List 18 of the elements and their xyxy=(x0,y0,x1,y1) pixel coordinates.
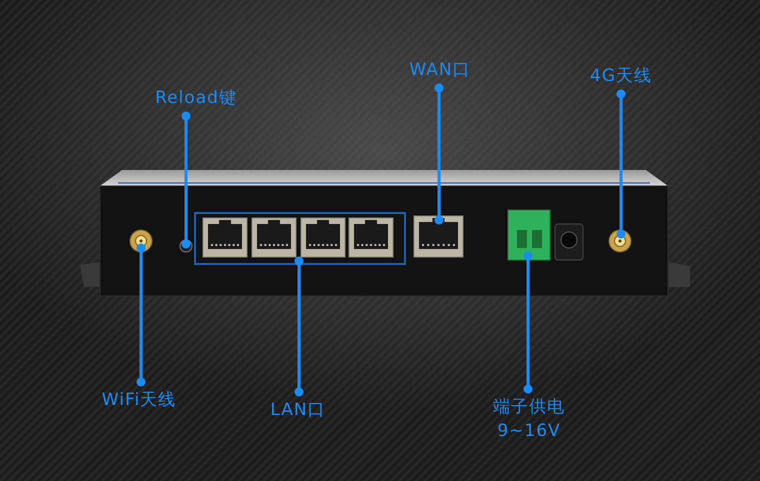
leader-line xyxy=(182,112,190,248)
leader-line xyxy=(434,84,444,224)
callout-label: 端子供电 xyxy=(492,396,566,419)
leader-line xyxy=(136,244,146,386)
callout-label: 4G天线 xyxy=(585,64,657,98)
antenna-connector xyxy=(130,230,152,252)
terminal-block xyxy=(508,210,550,260)
leader-line xyxy=(294,256,304,396)
leader-line xyxy=(616,90,626,238)
callout-label: LAN口 xyxy=(266,388,330,422)
callout-label: 9~16V xyxy=(496,420,562,443)
callout-label: WiFi天线 xyxy=(96,378,182,412)
ethernet-port xyxy=(414,216,463,257)
callout-label: Reload键 xyxy=(148,86,244,120)
port-group-frame xyxy=(194,212,406,265)
antenna-connector xyxy=(609,230,631,252)
leader-line xyxy=(524,252,532,394)
callout-label: WAN口 xyxy=(408,58,472,92)
